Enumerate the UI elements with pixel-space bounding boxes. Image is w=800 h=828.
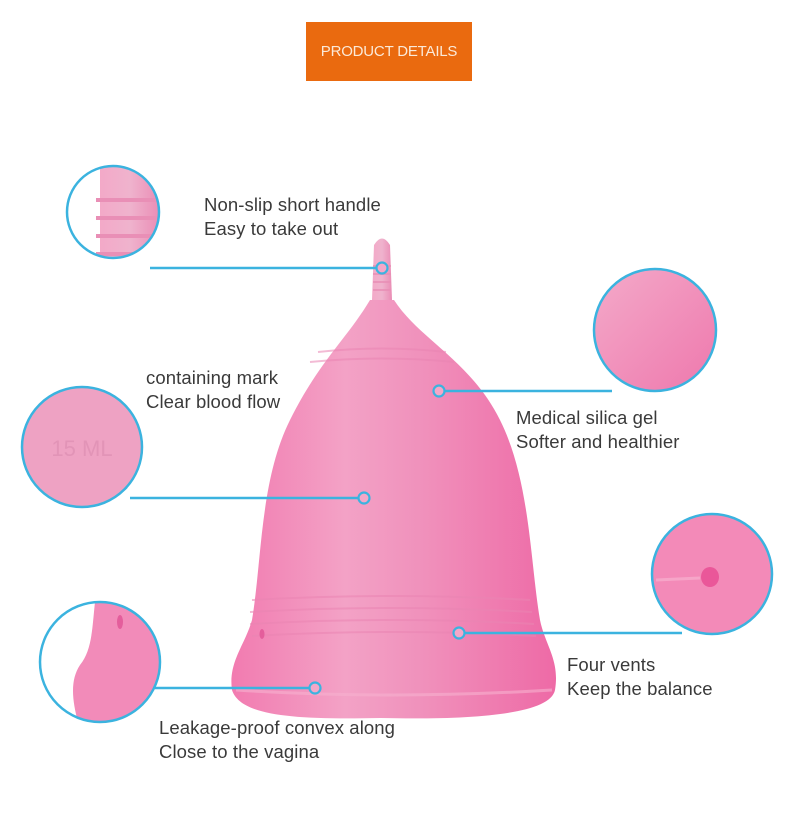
handle-line2: Easy to take out — [204, 218, 339, 239]
vents-zoom-circle — [650, 512, 774, 636]
banner-title: PRODUCT DETAILS — [320, 43, 458, 60]
material-zoom-circle — [592, 267, 718, 393]
rim-zoom-circle — [38, 600, 162, 724]
vents-line1: Four vents — [567, 654, 656, 675]
handle-line1: Non-slip short handle — [204, 194, 381, 215]
mark-callout: containing mark Clear blood flow — [146, 366, 280, 414]
handle-anchor — [375, 261, 389, 275]
rim-callout: Leakage-proof convex along Close to the … — [159, 716, 395, 764]
rim-line1: Leakage-proof convex along — [159, 717, 396, 738]
product-details-banner: PRODUCT DETAILS — [306, 22, 472, 81]
rim-line2: Close to the vagina — [159, 741, 320, 762]
mark-line1: containing mark — [146, 367, 279, 388]
material-line1: Medical silica gel — [516, 407, 658, 428]
mark-anchor — [357, 491, 371, 505]
vents-line2: Keep the balance — [567, 678, 713, 699]
handle-zoom-circle — [65, 164, 161, 260]
material-callout: Medical silica gel Softer and healthier — [516, 406, 679, 454]
vents-anchor — [452, 626, 466, 640]
volume-mark: 15 ML — [51, 436, 112, 461]
rim-anchor — [308, 681, 322, 695]
mark-line2: Clear blood flow — [146, 391, 281, 412]
material-anchor — [432, 384, 446, 398]
mark-zoom-circle: 15 ML — [20, 385, 144, 509]
handle-callout: Non-slip short handle Easy to take out — [204, 193, 381, 241]
vents-callout: Four vents Keep the balance — [567, 653, 713, 701]
material-line2: Softer and healthier — [516, 431, 680, 452]
menstrual-cup — [231, 238, 557, 719]
